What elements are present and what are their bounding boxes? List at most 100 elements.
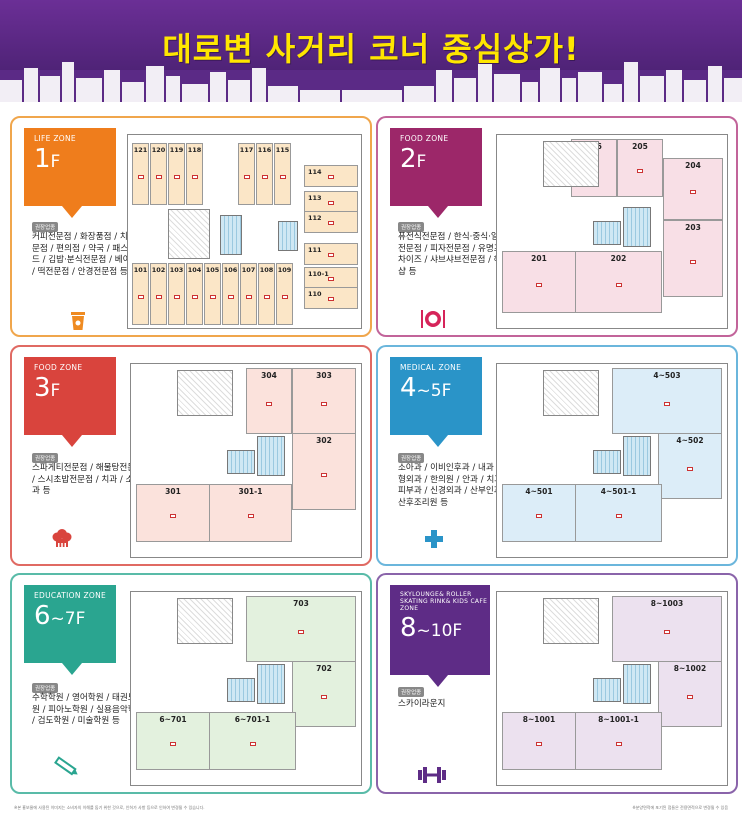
unit-114: 114 (304, 165, 358, 187)
unit-number: 4~501 (525, 487, 553, 496)
unit-8~1001: 8~1001 (502, 712, 576, 770)
unit-area-box (687, 695, 693, 700)
unit-102: 102 (150, 263, 167, 325)
unit-number: 6~701 (159, 715, 187, 724)
recommended-businesses: 소아과 / 이비인후과 / 내과 / 정형외과 / 한의원 / 안과 / 치과 … (398, 463, 511, 508)
unit-number: 6~701-1 (234, 715, 271, 724)
atrium-void (177, 370, 233, 416)
zone-tag-8-10f: SKYLOUNGE& ROLLER SKATING RINK& KIDS CAF… (390, 585, 490, 687)
unit-area-box (664, 402, 670, 407)
recommended-businesses: 퓨전식전문점 / 한식·중식·일식전문점 / 피자전문점 / 유명프랜차이즈 /… (398, 232, 510, 277)
elevator-core (623, 207, 651, 247)
unit-number: 702 (316, 664, 332, 673)
unit-number: 119 (169, 146, 184, 154)
recommended-label: 권장업종 (398, 222, 425, 232)
unit-703: 703 (246, 596, 356, 662)
unit-area-box (170, 513, 176, 518)
unit-number: 204 (685, 161, 701, 170)
unit-number: 121 (133, 146, 148, 154)
unit-110: 110 (304, 287, 358, 309)
unit-number: 703 (293, 599, 309, 608)
unit-113: 113 (304, 191, 358, 213)
unit-area-box (298, 630, 304, 635)
unit-area-box (279, 175, 286, 179)
unit-number: 105 (205, 266, 220, 274)
unit-area-box (615, 283, 622, 287)
unit-number: 113 (308, 194, 322, 202)
zone-name: EDUCATION ZONE (34, 591, 107, 600)
coffee-cup-icon (71, 312, 85, 330)
page-header: 대로변 사거리 코너 중심상가! (0, 0, 742, 110)
unit-107: 107 (240, 263, 257, 325)
unit-area-box (615, 741, 622, 746)
unit-area-box (137, 295, 144, 299)
pencil-icon (54, 756, 78, 776)
unit-4~501-1: 4~501-1 (575, 484, 662, 542)
floor-label: 2F (400, 143, 427, 174)
unit-number: 203 (685, 223, 701, 232)
unit-8~1002: 8~1002 (658, 661, 722, 727)
unit-number: 301 (165, 487, 181, 496)
unit-number: 109 (277, 266, 292, 274)
unit-number: 116 (257, 146, 272, 154)
unit-number: 106 (223, 266, 238, 274)
atrium-void (177, 598, 233, 644)
unit-number: 4~501-1 (600, 487, 637, 496)
unit-204: 204 (663, 158, 723, 220)
floor-plan-2f: 206205204203201202 (496, 134, 728, 329)
unit-111: 111 (304, 243, 358, 265)
floor-plan-4-5f: 4~503 4~502 4~501 4~501-1 (496, 363, 728, 558)
unit-118: 118 (186, 143, 203, 205)
unit-area-box (173, 295, 180, 299)
unit-number: 302 (316, 436, 332, 445)
unit-area-box (155, 295, 162, 299)
unit-6~701-1: 6~701-1 (209, 712, 296, 770)
unit-area-box (664, 630, 670, 635)
recommended-label: 권장업종 (32, 222, 59, 232)
unit-302: 302 (292, 433, 356, 510)
stair-core (593, 678, 621, 702)
atrium-void (543, 141, 599, 187)
unit-area-box (615, 513, 622, 518)
elevator-core (623, 436, 651, 476)
unit-number: 4~503 (653, 371, 681, 380)
recommended-label: 권장업종 (398, 453, 425, 463)
unit-301: 301 (136, 484, 210, 542)
unit-area-box (263, 295, 270, 299)
unit-area-box (328, 221, 334, 225)
unit-4~502: 4~502 (658, 433, 722, 499)
zone-tag-3f: FOOD ZONE 3F (24, 357, 116, 447)
unit-area-box (266, 402, 272, 407)
unit-120: 120 (150, 143, 167, 205)
zone-name: MEDICAL ZONE (400, 363, 462, 372)
unit-109: 109 (276, 263, 293, 325)
unit-number: 101 (133, 266, 148, 274)
unit-area-box (328, 175, 334, 179)
unit-number: 8~1003 (650, 599, 684, 608)
unit-number: 205 (632, 142, 648, 151)
unit-number: 108 (259, 266, 274, 274)
chef-hat-icon (52, 529, 72, 547)
unit-area-box (261, 175, 268, 179)
unit-area-box (245, 295, 252, 299)
floor-label: 4~5F (400, 372, 452, 403)
unit-number: 110-1 (308, 270, 329, 278)
stair-core (227, 450, 255, 474)
unit-area-box (536, 741, 542, 746)
panel-4-5f: MEDICAL ZONE 4~5F 권장업종 소아과 / 이비인후과 / 내과 … (376, 345, 738, 566)
floor-label: 8~10F (400, 612, 463, 643)
unit-area-box (281, 295, 288, 299)
unit-number: 114 (308, 168, 322, 176)
panel-2f: FOOD ZONE 2F 권장업종 퓨전식전문점 / 한식·중식·일식전문점 /… (376, 116, 738, 337)
recommended-label: 권장업종 (32, 453, 59, 463)
elevator-core (623, 664, 651, 704)
zone-tag-1f: LIFE ZONE 1F (24, 128, 116, 218)
panel-8-10f: SKYLOUNGE& ROLLER SKATING RINK& KIDS CAF… (376, 573, 738, 794)
stair-core (593, 221, 621, 245)
unit-number: 202 (610, 254, 627, 263)
unit-6~701: 6~701 (136, 712, 210, 770)
page-title: 대로변 사거리 코너 중심상가! (162, 30, 580, 68)
